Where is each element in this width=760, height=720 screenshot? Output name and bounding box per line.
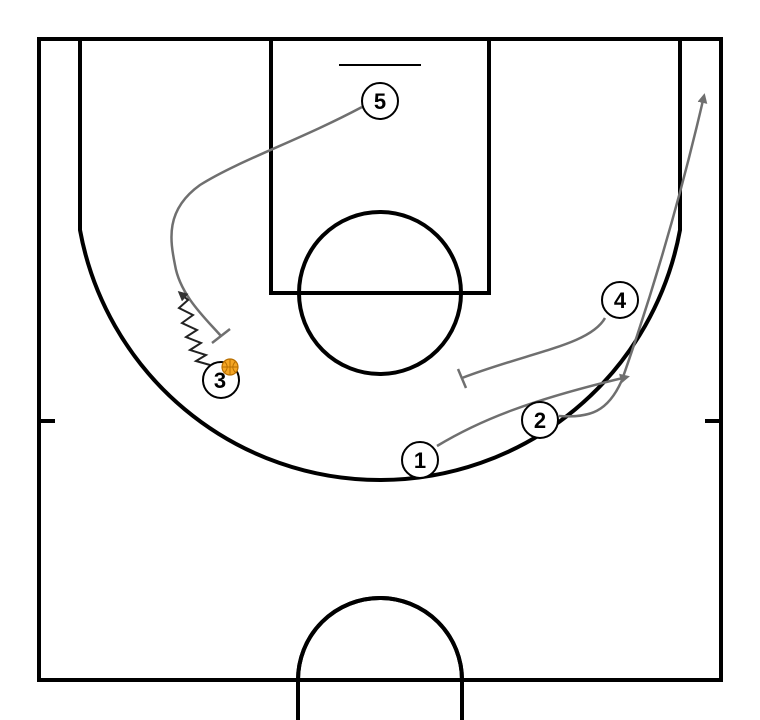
player-3: 3	[202, 358, 240, 399]
player-2: 2	[521, 401, 559, 439]
player-label-1: 1	[414, 448, 426, 473]
basketball-icon	[221, 358, 239, 376]
paint-lane	[269, 37, 491, 295]
screen-end-4	[456, 368, 468, 389]
player-label-3: 3	[214, 368, 226, 393]
screen-path-5	[170, 105, 363, 337]
free-throw-circle	[297, 210, 463, 376]
player-5: 5	[361, 82, 399, 120]
player-4: 4	[601, 281, 639, 319]
dribble-path-3	[177, 291, 211, 366]
player-label-5: 5	[374, 89, 386, 114]
screen-path-4	[461, 317, 607, 380]
screen-end-5	[211, 328, 231, 344]
player-label-2: 2	[534, 408, 546, 433]
player-label-4: 4	[614, 288, 627, 313]
court-boundary	[37, 37, 723, 682]
center-circle-lower	[296, 596, 464, 681]
movement-paths	[170, 93, 708, 448]
cut-path-1	[436, 373, 630, 448]
player-1: 1	[401, 441, 439, 479]
cut-path-2	[558, 93, 708, 418]
center-circle	[296, 596, 464, 720]
players: 5 4 2 1 3	[202, 82, 639, 479]
